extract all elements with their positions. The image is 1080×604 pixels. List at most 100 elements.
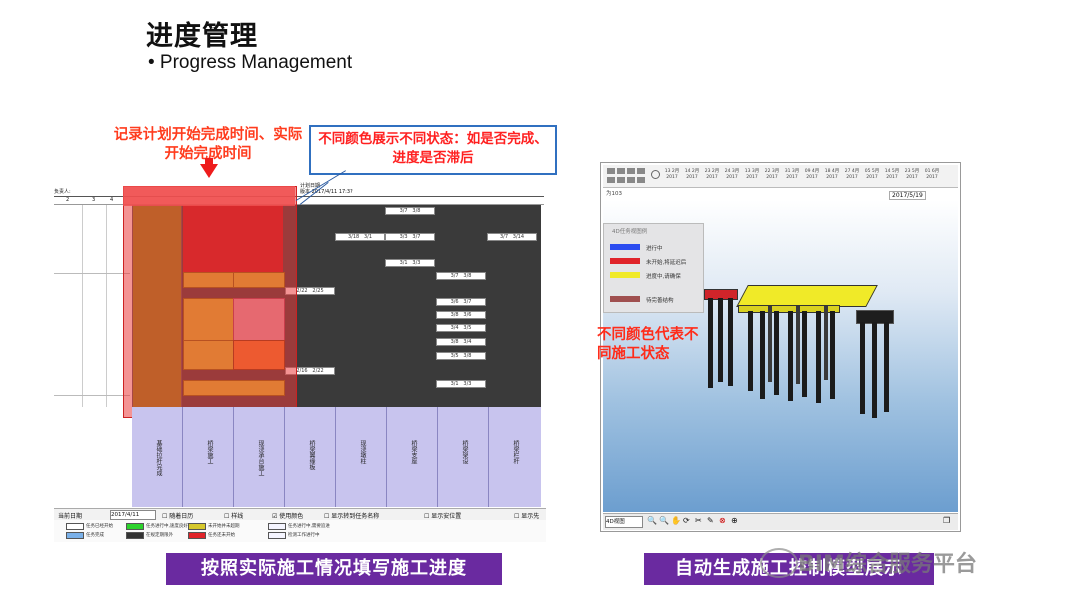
date-select[interactable]: 2017/4/11 (110, 510, 156, 520)
task-column-label: 现浇墩柱 (359, 440, 366, 464)
date-bar: 3/7 3/8 (436, 272, 486, 280)
legend-label: 任务进行中,速度良好 (146, 524, 188, 529)
status-legend-panel: 4D任务视图例 进行中 未开始,将延迟后 进度中,请确保 待完善结构 (603, 223, 704, 313)
arrow-down-icon (200, 164, 218, 178)
task-name-strip (132, 407, 541, 507)
task-column-label: 基础拉杆完成 (155, 440, 162, 476)
pile (830, 311, 835, 399)
zoom-icon[interactable]: 🔍 (659, 516, 669, 525)
watermark: BIM综合服务平台 (798, 552, 977, 577)
legend-swatch-delayed (610, 258, 640, 264)
column-divider (233, 407, 234, 507)
legend-label: 检测工作进行中 (288, 533, 320, 538)
version-label: 版本 2017/4/11 17:3? (300, 189, 353, 195)
pile (860, 322, 865, 414)
option-show-first[interactable]: ☐ 显示先 (514, 513, 540, 520)
option-calendar[interactable]: ☐ 随着日历 (162, 513, 194, 520)
pile (708, 298, 713, 388)
option-use-color[interactable]: ☑ 使用颜色 (272, 513, 304, 520)
legend-swatch (126, 532, 144, 539)
date-bar: 3/5 3/8 (436, 352, 486, 360)
pile (748, 311, 753, 391)
col-number: 2 (66, 197, 70, 203)
zoom-icon[interactable]: 🔍 (647, 516, 657, 525)
date-label: 当前日期 (58, 513, 83, 520)
option-show-position[interactable]: ☐ 显示安位置 (424, 513, 462, 520)
column-divider (386, 407, 387, 507)
window-icon[interactable]: ❐ (943, 516, 951, 525)
task-column-label: 现浇承台施工 (257, 440, 264, 476)
column-divider (182, 407, 183, 507)
slide-title: 进度管理 (146, 21, 258, 52)
column-divider (284, 407, 285, 507)
date-bar: 3/18 3/1 (335, 233, 385, 241)
status-bar: 当前日期 2017/4/11 ☐ 随着日历 ☐ 样线 ☑ 使用颜色 ☐ 显示转到… (54, 508, 546, 521)
option-baseline[interactable]: ☐ 样线 (224, 513, 244, 520)
chevron-down-icon[interactable] (651, 170, 660, 179)
legend-swatch (188, 532, 206, 539)
pile (774, 311, 779, 395)
stop-icon[interactable] (617, 177, 625, 183)
pile (872, 322, 877, 418)
end-icon[interactable] (637, 177, 645, 183)
pile (768, 306, 772, 382)
legend-swatch (268, 523, 286, 530)
play-icon[interactable] (607, 168, 615, 174)
legend-swatch (126, 523, 144, 530)
legend-label: 待完善结构 (646, 298, 674, 304)
wechat-icon (760, 548, 798, 578)
header-divider (54, 196, 544, 197)
reset-icon[interactable]: ⊗ (719, 516, 726, 525)
pile (760, 311, 765, 399)
legend-label: 进度中,请确保 (646, 274, 681, 280)
legend-label: 在规定期限外 (146, 533, 173, 538)
rewind-icon[interactable] (607, 177, 615, 183)
pile (824, 306, 828, 380)
option-show-task-name[interactable]: ☐ 显示转到任务名称 (324, 513, 380, 520)
pan-icon[interactable]: ✋ (671, 516, 681, 525)
step-icon[interactable] (617, 168, 625, 174)
arrow-down-icon (205, 158, 213, 166)
plan-label: 计划日期 (300, 183, 321, 189)
legend-label: 任务还未开始 (208, 533, 235, 538)
section-icon[interactable]: ✂ (695, 516, 702, 525)
fit-icon[interactable]: ⊕ (731, 516, 738, 525)
legend-label: 任务完成 (86, 533, 104, 538)
pile (788, 311, 793, 401)
step-icon[interactable] (637, 168, 645, 174)
legend-swatch (188, 523, 206, 530)
date-bar: 3/3 3/7 (385, 233, 435, 241)
legend-swatch (66, 532, 84, 539)
view-mode-select[interactable]: 4D视图 (605, 516, 643, 528)
legend-label: 未开始,将延迟后 (646, 260, 687, 266)
column-divider (437, 407, 438, 507)
date-bar: 3/6 3/7 (436, 298, 486, 306)
legend-label: 任务进行中,需要追进 (288, 524, 330, 529)
measure-icon[interactable]: ✎ (707, 516, 714, 525)
header-divider-2 (54, 204, 544, 205)
column-divider (335, 407, 336, 507)
legend-swatch (268, 532, 286, 539)
pile (802, 311, 807, 397)
viewer-toolbar: 4D视图 🔍 🔍 ✋ ⟳ ✂ ✎ ⊗ ⊕ ❐ (603, 513, 958, 530)
orbit-icon[interactable]: ⟳ (683, 516, 690, 525)
step-icon[interactable] (627, 168, 635, 174)
pile-cap-yellow (736, 285, 878, 307)
callout-plan-actual-time: 记录计划开始完成时间、实际开始完成时间 (113, 127, 303, 162)
forward-icon[interactable] (627, 177, 635, 183)
pile (884, 322, 889, 412)
timeline-date[interactable]: 2017/5/19 (889, 191, 926, 200)
pile (718, 298, 723, 382)
date-bar: 3/7 3/8 (385, 207, 435, 215)
legend-swatch-in-progress (610, 244, 640, 250)
